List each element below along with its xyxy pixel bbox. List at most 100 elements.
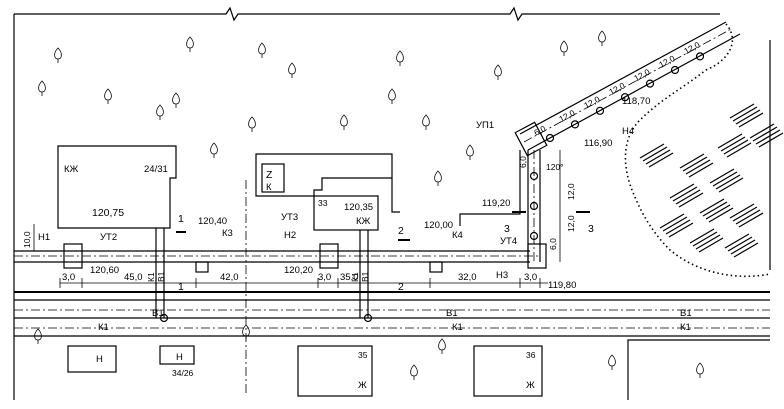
section-1-top: 1: [178, 213, 184, 225]
pipe-support-marker: [529, 231, 539, 241]
node-ut2: УТ2: [100, 232, 117, 243]
north-z-symbol: Z: [266, 169, 273, 181]
dim-3-b: 3,0: [318, 272, 331, 283]
bottom-buildings: Н Н 34/26 35 Ж 36 Ж: [67, 339, 770, 400]
building-n-mid-number: 34/26: [172, 368, 194, 378]
building-33-number: 33: [318, 198, 328, 208]
elev-120-00: 120,00: [424, 220, 453, 231]
tree-icon: [172, 92, 180, 108]
tree-icon: [156, 104, 164, 120]
forest-hatch: [729, 103, 764, 128]
building-kzh-number: 24/31: [144, 164, 168, 175]
forest-hatch: [709, 168, 744, 193]
dimension-lines: 3,0 45,0 42,0 3,0 35,0 32,0 3,0 10,0 12,…: [22, 150, 576, 288]
elev-120-40: 120,40: [198, 216, 227, 227]
building-right: 119,20: [459, 150, 521, 226]
tree-icon: [466, 144, 474, 160]
util-k1-v2: К1: [350, 272, 360, 282]
tree-icon: [258, 42, 266, 58]
dim-6-a: 6,0: [518, 156, 528, 168]
elev-118-70: 118,70: [622, 96, 650, 107]
tree-icon: [696, 362, 704, 378]
node-n2: Н2: [284, 230, 296, 241]
building-kzh-main: КЖ 24/31 120,75: [57, 145, 177, 229]
forest-hatch: [659, 213, 694, 238]
forest-hatch: [689, 228, 724, 253]
building-36-label: Ж: [526, 380, 535, 391]
section-2-top: 2: [398, 225, 404, 237]
tree-icon: [38, 80, 46, 96]
node-n3: Н3: [496, 270, 508, 281]
forest-hatch: [724, 233, 759, 258]
building-k-label: К: [266, 182, 272, 193]
section-2-bottom: 2: [398, 281, 404, 293]
forest-hatch: [669, 183, 704, 208]
forest-hatch: [639, 143, 674, 168]
dim-12-a: 12,0: [566, 183, 576, 200]
util-k1-c: К1: [680, 322, 691, 333]
tree-icon: [608, 354, 616, 370]
pipe-support-marker: [595, 106, 605, 115]
pipe-support-marker: [570, 120, 580, 129]
dim-45: 45,0: [124, 272, 143, 283]
util-k1-a: К1: [98, 322, 109, 333]
forest-hatch: [749, 123, 784, 148]
tree-icon: [494, 64, 502, 80]
pipe-support-marker: [670, 65, 680, 75]
building-n-mid: Н: [176, 352, 183, 363]
elev-116-90: 116,90: [584, 138, 612, 149]
tree-icon: [54, 47, 62, 63]
building-kzh-label: КЖ: [64, 164, 79, 175]
building-33-elevation: 120,35: [344, 202, 373, 213]
building-n-left: Н: [96, 354, 103, 365]
elev-119-20: 119,20: [482, 198, 510, 209]
tree-icon: [34, 328, 42, 344]
tree-icon: [410, 364, 418, 380]
tree-icon: [438, 338, 446, 354]
forest-area: [624, 23, 784, 278]
node-k3: К3: [222, 228, 233, 239]
node-n1: Н1: [38, 232, 50, 243]
tree-icon: [560, 40, 568, 56]
elevation-labels: 120,40 120,60 120,20 120,00 119,80 116,9…: [90, 96, 650, 291]
forest-hatch: [729, 203, 764, 228]
tree-icon: [598, 30, 606, 46]
tree-icon: [340, 114, 348, 130]
dim-10: 10,0: [22, 231, 32, 248]
elev-119-80: 119,80: [548, 280, 576, 291]
heat-network-channel: [14, 21, 741, 264]
node-ut4: УТ4: [500, 236, 517, 247]
tree-icon: [186, 36, 194, 52]
elev-120-20: 120,20: [284, 265, 313, 276]
pipe-support-marker: [529, 171, 539, 181]
building-33: 33 120,35 КЖ: [313, 195, 379, 231]
util-b1-c: В1: [680, 308, 692, 319]
chambers: [63, 121, 548, 273]
building-33-label: КЖ: [356, 216, 371, 227]
node-ut3: УТ3: [281, 212, 298, 223]
utility-lines: В1 В1 В1 К1 К1 К1 К1 В1 К1 В1: [14, 180, 770, 395]
forest-hatch: [679, 153, 714, 178]
dim-42: 42,0: [220, 272, 239, 283]
pipe-support-marker: [620, 93, 630, 102]
util-k1-v1: К1: [146, 272, 156, 282]
building-k: Z К: [255, 153, 400, 213]
pipe-support-marker: [529, 201, 539, 211]
building-35-number: 35: [358, 350, 368, 360]
elev-120-60: 120,60: [90, 265, 119, 276]
node-labels: Н1 УТ2 К3 УТ3 Н2 К4 УТ4 Н3 УП1 Н4: [38, 120, 634, 281]
building-35-label: Ж: [358, 380, 367, 391]
section-3-right: 3: [588, 223, 594, 235]
forest-hatch: [699, 198, 734, 223]
diagonal-dimensions: 6,012,012,012,012,012,012,0: [529, 39, 705, 241]
pipe-support-marker: [645, 79, 655, 88]
dim-6-b: 6,0: [548, 238, 558, 250]
building-kzh-elevation: 120,75: [92, 207, 124, 219]
util-b1-v2: В1: [360, 271, 370, 282]
forest-hatch: [717, 133, 752, 158]
tree-icon: [288, 62, 296, 78]
dim-12-b: 12,0: [566, 215, 576, 232]
util-b1-b: В1: [446, 308, 458, 319]
section-3-left: 3: [504, 223, 510, 235]
tree-icon: [388, 88, 396, 104]
